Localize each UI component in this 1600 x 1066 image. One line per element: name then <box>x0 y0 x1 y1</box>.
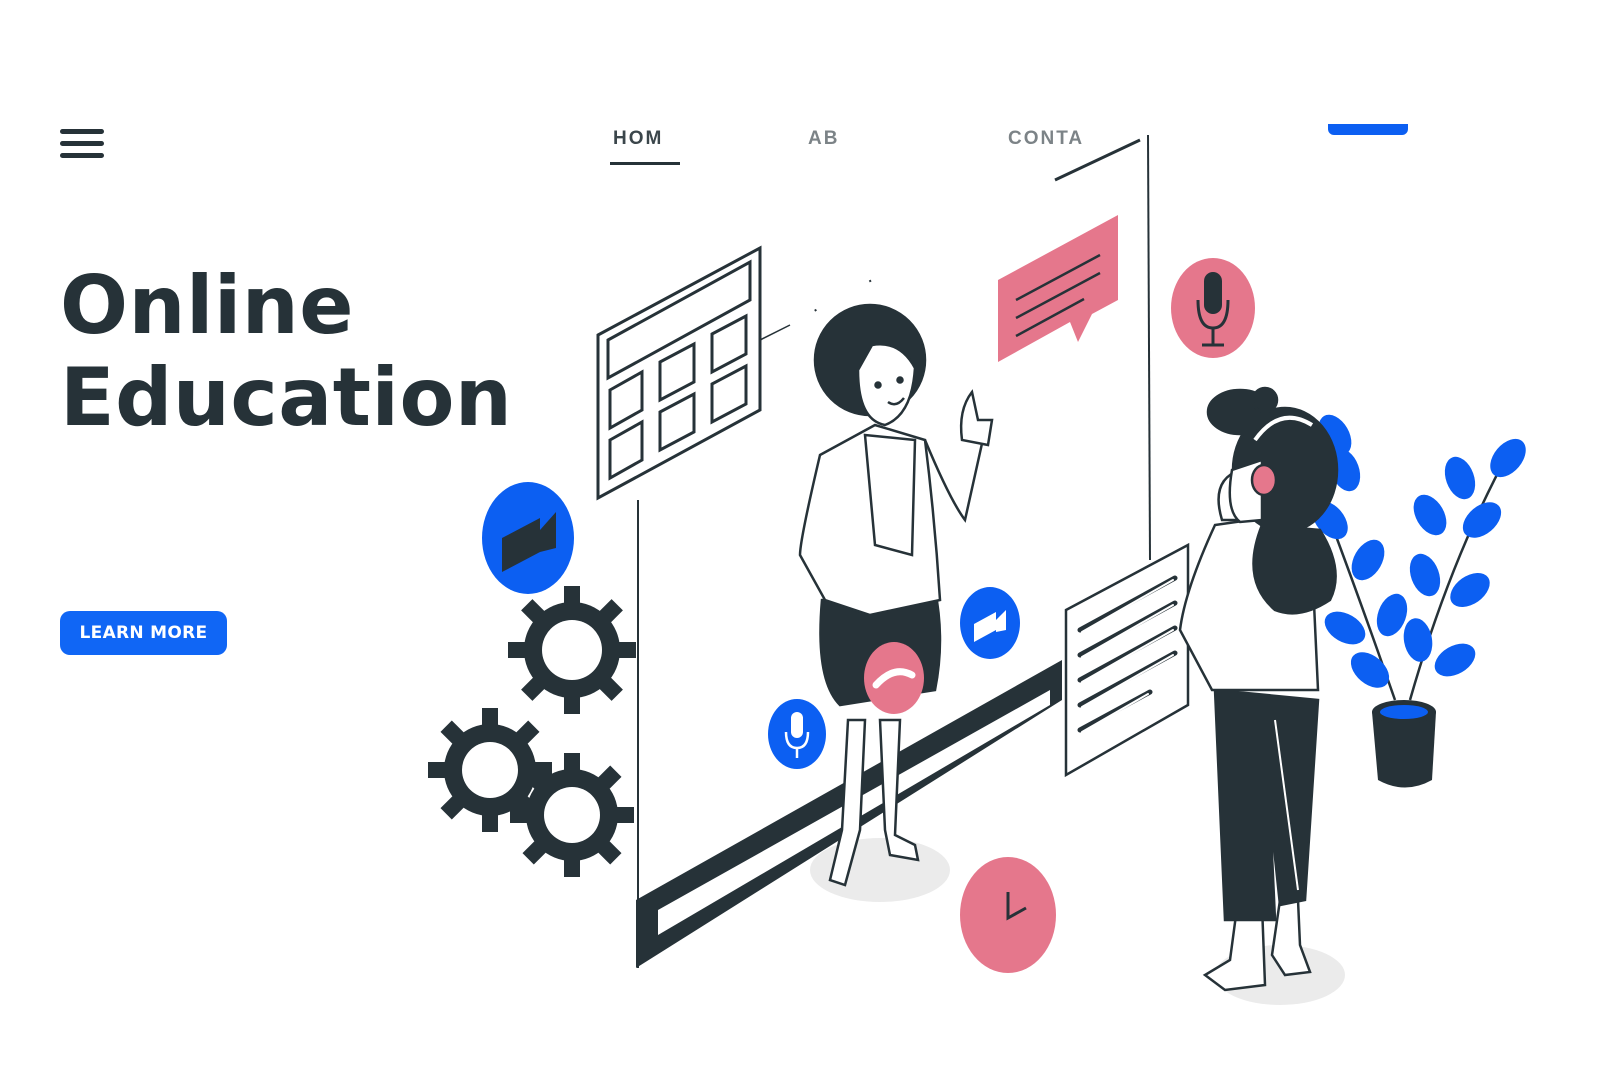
nav-cta-button[interactable] <box>1328 124 1408 135</box>
small-microphone-icon <box>768 699 826 769</box>
title-line-2: Education <box>60 351 513 444</box>
teacher-figure <box>798 303 994 887</box>
end-call-icon <box>864 642 924 714</box>
small-video-camera-icon <box>960 587 1020 659</box>
nav-home[interactable]: HOM <box>613 128 664 149</box>
video-camera-icon <box>482 482 574 594</box>
microphone-icon <box>1171 258 1255 358</box>
gear-icon <box>428 586 636 877</box>
teacher-shadow <box>810 838 950 902</box>
menu-bar <box>60 153 104 158</box>
calendar-icon <box>596 245 762 501</box>
page-title: Online Education <box>60 260 512 444</box>
menu-bar <box>60 141 104 146</box>
chat-bubble-icon <box>998 215 1118 362</box>
nav-contact[interactable]: CONTA <box>1008 128 1085 149</box>
online-education-illustration <box>428 134 1526 1005</box>
menu-bar <box>60 129 104 134</box>
learn-more-button[interactable]: LEARN MORE <box>60 611 227 655</box>
title-line-1: Online <box>60 259 355 352</box>
hamburger-menu-icon[interactable] <box>60 127 106 163</box>
plant-icon <box>1312 414 1526 788</box>
clock-icon <box>960 857 1056 973</box>
headphones-icon <box>1250 463 1278 497</box>
active-nav-underline <box>610 162 680 165</box>
nav-about[interactable]: AB <box>808 128 840 149</box>
student-figure <box>1178 386 1339 992</box>
document-icon <box>1064 542 1190 778</box>
